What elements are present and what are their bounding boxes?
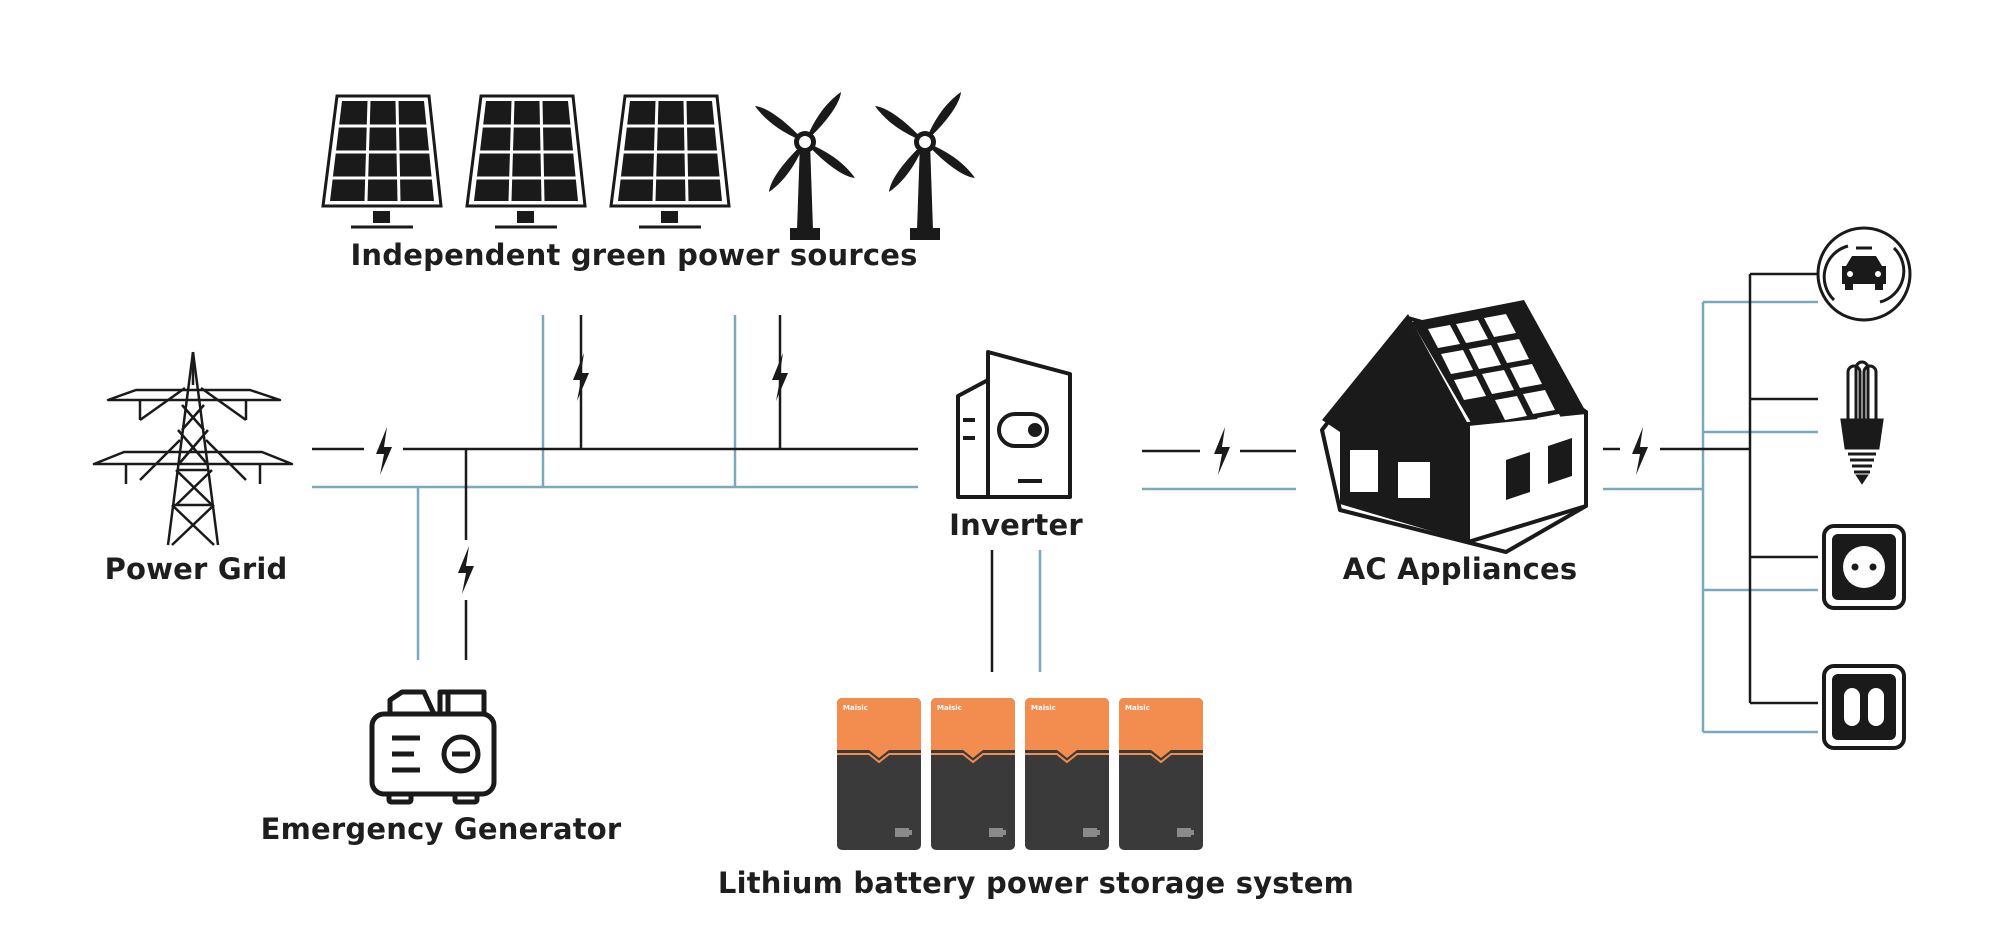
ac-lines-dark (312, 272, 1818, 705)
generator-icon (369, 689, 497, 805)
wind-turbine-icon (755, 92, 855, 240)
lightning-bolt-icon (1632, 427, 1648, 475)
battery-system-label: Lithium battery power storage system (717, 866, 1355, 900)
lightning-bolt-icon (458, 546, 474, 594)
battery-brand-label: Maisic (843, 704, 868, 712)
solar-panel-icon (465, 94, 587, 229)
battery-module (930, 697, 1016, 851)
lightning-bolt-icon (376, 427, 392, 475)
lightning-bolt-icon (1214, 427, 1230, 475)
inverter-label: Inverter (949, 508, 1083, 542)
battery-brand-label: Maisic (937, 704, 962, 712)
transmission-tower-icon (92, 351, 294, 546)
light-bulb-icon (1840, 360, 1884, 485)
power-socket-icon (1822, 524, 1906, 610)
ev-charger-icon (1816, 226, 1912, 322)
wind-turbine-icon (875, 92, 975, 240)
power-grid-label: Power Grid (104, 552, 288, 586)
ac-appliances-label: AC Appliances (1342, 552, 1578, 586)
emergency-generator-label: Emergency Generator (260, 812, 622, 846)
battery-brand-label: Maisic (1125, 704, 1150, 712)
dual-socket-icon (1822, 664, 1906, 750)
house-with-solar-roof-icon (1320, 300, 1588, 554)
solar-panel-icon (609, 94, 731, 229)
battery-brand-label: Maisic (1031, 704, 1056, 712)
solar-panel-icon (321, 94, 443, 229)
green-sources-label: Independent green power sources (350, 238, 918, 272)
inverter-icon (956, 350, 1072, 499)
battery-module (1024, 697, 1110, 851)
dc-lines-blue (312, 300, 1818, 734)
battery-module (836, 697, 922, 851)
battery-module (1118, 697, 1204, 851)
